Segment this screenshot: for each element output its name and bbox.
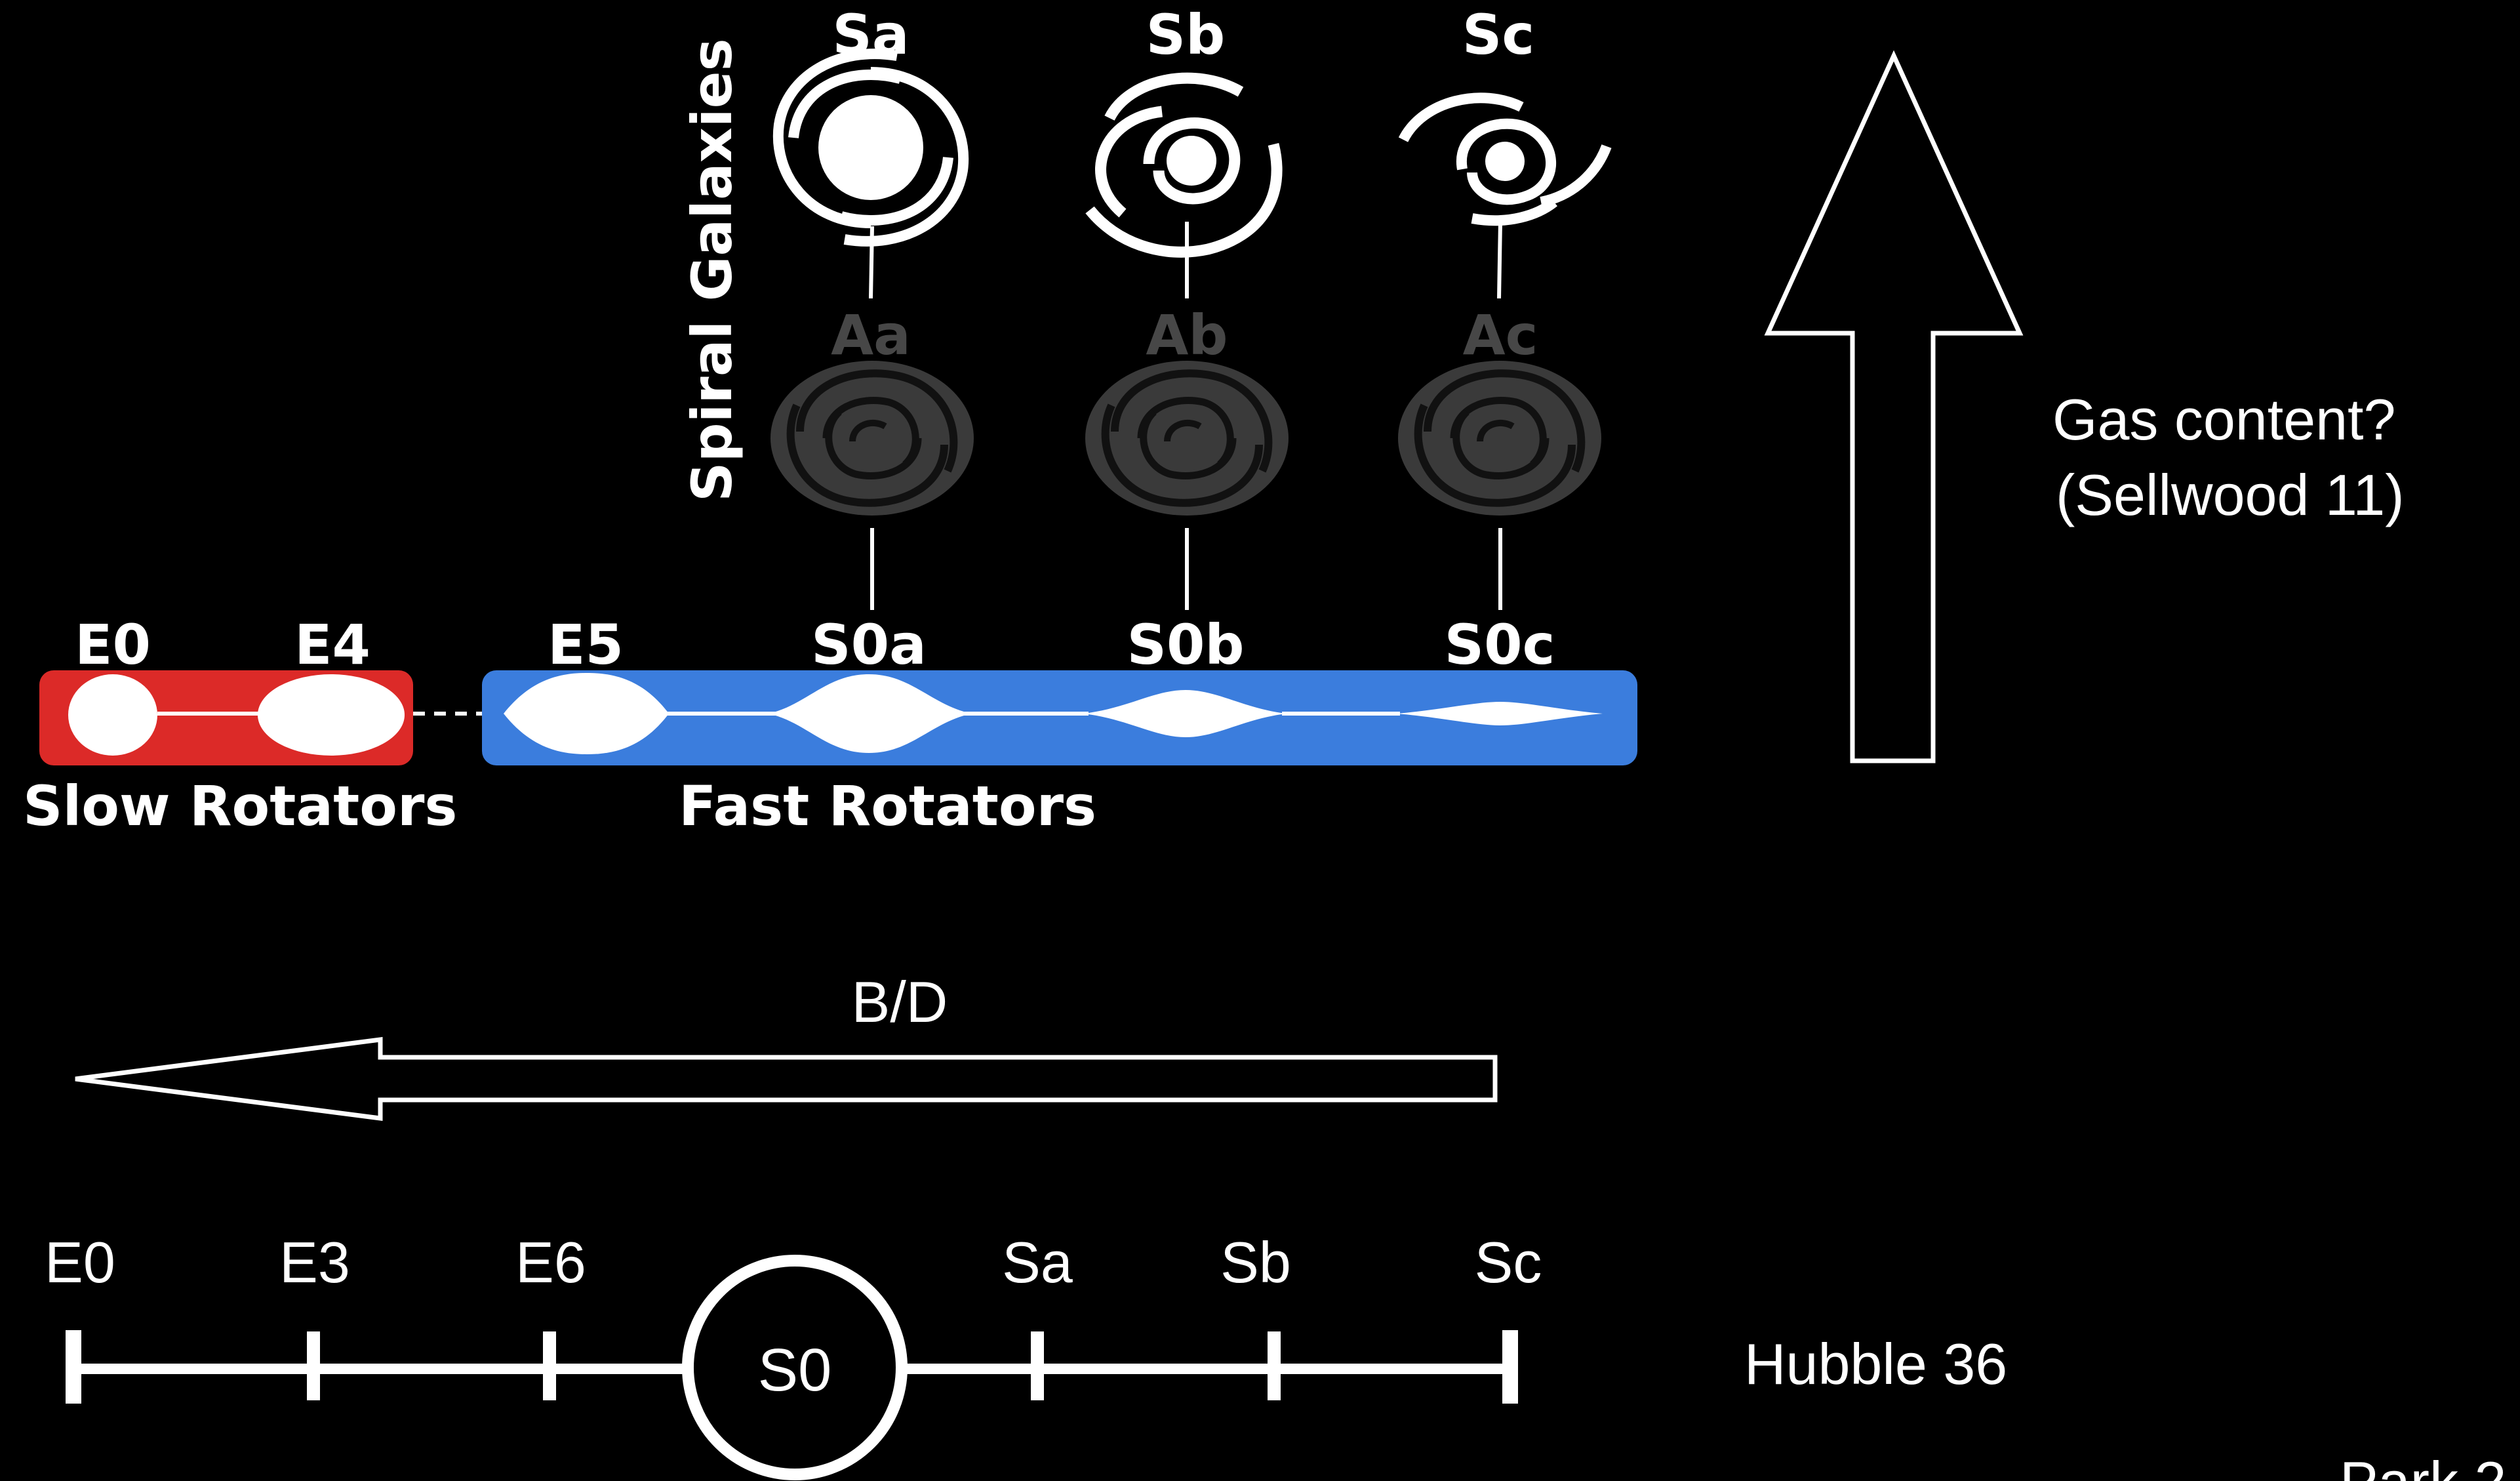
hubble-tick-label-e0: E0 bbox=[45, 1230, 115, 1295]
hubble-tick-label-e3: E3 bbox=[279, 1230, 350, 1295]
up-arrow-icon bbox=[1764, 50, 2024, 763]
hubble-tick-label-sc: Sc bbox=[1475, 1230, 1542, 1295]
sc-spiral-icon bbox=[1403, 98, 1607, 220]
spiral-label-sc: Sc bbox=[1462, 3, 1534, 67]
sellwood-reference: (Sellwood 11) bbox=[2056, 462, 2405, 527]
ab-anemic-spiral-icon bbox=[1085, 361, 1289, 516]
type-label-s0c: S0c bbox=[1445, 613, 1555, 677]
anemic-label-aa: Aa bbox=[831, 303, 911, 367]
connector-sa-aa bbox=[869, 226, 874, 299]
anemic-label-ab: Ab bbox=[1146, 303, 1228, 367]
connector-sc-ac bbox=[1497, 221, 1502, 299]
s0b-lenticular-icon bbox=[1083, 690, 1287, 737]
hubble-tick-label-sa: Sa bbox=[1002, 1230, 1073, 1295]
hubble-tick-label-e6: E6 bbox=[515, 1230, 586, 1295]
slow-rotators-label: Slow Rotators bbox=[23, 774, 457, 838]
type-label-e4: E4 bbox=[294, 613, 370, 677]
sa-spiral-icon bbox=[778, 54, 963, 241]
footer-reference-fragment: Park 2 bbox=[2340, 1450, 2506, 1481]
spiral-galaxies-heading: Spiral Galaxies bbox=[680, 38, 744, 502]
hubble-tick-label-sb: Sb bbox=[1220, 1230, 1291, 1295]
left-arrow-icon bbox=[75, 1037, 1498, 1121]
s0a-lenticular-icon bbox=[769, 674, 972, 753]
ac-anemic-spiral-icon bbox=[1398, 361, 1601, 516]
s0-circle-icon bbox=[682, 1255, 908, 1480]
e4-elliptical-icon bbox=[258, 674, 405, 756]
spiral-label-sb: Sb bbox=[1146, 3, 1226, 67]
s0c-lenticular-icon bbox=[1397, 702, 1603, 725]
e0-elliptical-icon bbox=[68, 674, 157, 756]
type-label-s0a: S0a bbox=[811, 613, 927, 677]
type-label-s0b: S0b bbox=[1127, 613, 1244, 677]
hubble-center-s0: S0 bbox=[758, 1337, 832, 1404]
anemic-label-ac: Ac bbox=[1463, 303, 1538, 367]
gas-content-label: Gas content? bbox=[2052, 387, 2395, 452]
type-label-e5: E5 bbox=[548, 613, 624, 677]
bd-label: B/D bbox=[852, 969, 948, 1034]
aa-anemic-spiral-icon bbox=[770, 361, 974, 516]
type-label-e0: E0 bbox=[75, 613, 151, 677]
fast-rotators-label: Fast Rotators bbox=[679, 774, 1096, 838]
e5-galaxy-icon bbox=[504, 673, 669, 754]
fast-rotators-box bbox=[482, 670, 1637, 765]
hubble-caption: Hubble 36 bbox=[1744, 1331, 2007, 1396]
